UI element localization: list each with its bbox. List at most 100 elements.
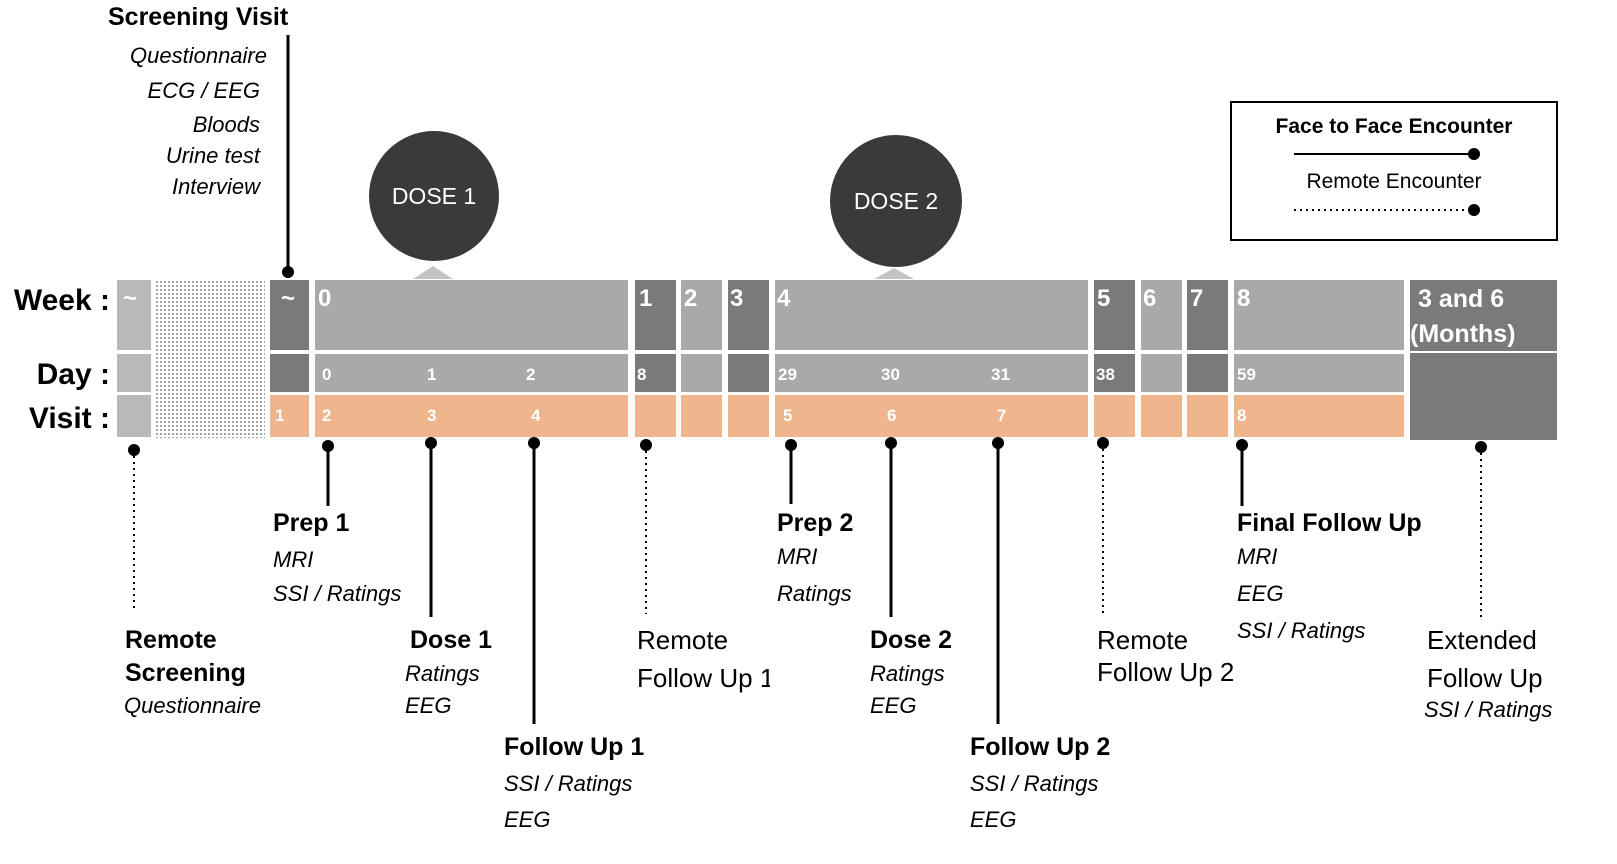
week-0-cell [315,280,628,350]
day-38-label: 38 [1096,365,1115,384]
remote-follow-up2-line2: Follow Up 2 [1097,657,1235,687]
week-8-visit-cell [1234,395,1404,437]
follow-up2-title: Follow Up 2 [970,733,1111,761]
visit-row-label: Visit : [28,402,110,435]
remote-follow-up2-dot [1097,437,1109,449]
dose2-item-ratings: Ratings [870,661,945,686]
remote-screening-title-line1: Remote [125,626,217,654]
final-follow-up-item-eeg: EEG [1237,581,1284,606]
dose1-item-ratings: Ratings [405,661,480,686]
visit-2-label: 2 [322,406,332,425]
remote-follow-up1-dot [640,439,652,451]
follow-up1-item-ssi: SSI / Ratings [504,771,633,796]
week-row-label: Week : [13,284,110,317]
remote-screening-day-cell [117,354,151,392]
visit-4-label: 4 [531,406,541,425]
prep1-title: Prep 1 [273,509,350,537]
week-2-visit-cell [681,395,722,437]
dose2-title: Dose 2 [870,626,952,654]
week-6-day-cell [1141,354,1182,392]
screening-week-label: ~ [281,285,296,312]
remote-screening-item: Questionnaire [124,693,261,718]
visit-8-label: 8 [1237,406,1247,425]
prep2-item-ratings: Ratings [777,581,852,606]
screening-item-ecg-eeg: ECG / EEG [147,78,260,103]
final-follow-up-item-mri: MRI [1237,544,1278,569]
extended-follow-up-dot [1475,441,1487,453]
remote-screening-title-line2: Screening [125,659,246,687]
follow-up2-item-eeg: EEG [970,807,1017,832]
week-4-day-cell [775,354,1088,392]
week-3-day-cell [728,354,769,392]
legend-dotted-dot [1468,204,1480,216]
dose-1-pointer [413,266,453,279]
final-follow-up-title: Final Follow Up [1237,509,1422,537]
day-29-label: 29 [778,365,797,384]
week-5-label: 5 [1097,285,1111,312]
screening-visit-cell [270,395,309,437]
week-4-label: 4 [777,285,791,312]
week-2-label: 2 [684,285,698,312]
week-0-label: 0 [318,285,332,312]
day-0-label: 0 [322,365,332,384]
screening-item-questionnaire: Questionnaire [130,43,267,68]
screening-day-cell [270,354,309,392]
week-2-cell [681,280,722,350]
months-label-line1: 3 and 6 [1418,285,1505,313]
prep1-item-ssi: SSI / Ratings [273,581,402,606]
visit-7-label: 7 [997,406,1007,425]
remote-screening-week-cell [117,280,151,350]
legend-face-to-face-label: Face to Face Encounter [1275,115,1513,138]
week-3-visit-cell [728,395,769,437]
week-5-cell [1094,280,1135,350]
week-7-visit-cell [1187,395,1228,437]
screening-visit-title: Screening Visit [108,3,289,31]
week-4-cell [775,280,1088,350]
week-0-visit-cell [315,395,628,437]
visit-1-label: 1 [275,406,285,425]
day-31-label: 31 [991,365,1010,384]
legend-box [1230,101,1558,241]
remote-screening-dot [128,444,140,456]
extended-follow-up-line1: Extended [1427,625,1537,655]
week-6-cell [1141,280,1182,350]
remote-screening-visit-cell [117,395,151,437]
visit-3-label: 3 [427,406,437,425]
remote-follow-up1-line2: Follow Up 1 [637,663,770,693]
screening-item-interview: Interview [171,174,260,199]
prep1-item-mri: MRI [273,547,314,572]
follow-up1-item-eeg: EEG [504,807,551,832]
visit-6-label: 6 [887,406,897,425]
months-label-line2: (Months) [1410,320,1516,348]
day-8-label: 8 [637,365,647,384]
months-cell [1410,280,1557,440]
week-1-cell [635,280,676,350]
dose-2-pointer [874,268,914,279]
screening-item-urine-test: Urine test [165,143,260,168]
screening-item-bloods: Bloods [192,112,260,137]
extended-follow-up-line2: Follow Up [1427,663,1543,693]
dose-1-circle: DOSE 1 [369,131,499,261]
visit-5-label: 5 [783,406,793,425]
week-8-cell [1234,280,1404,350]
week-0-day-cell [315,354,628,392]
week-6-visit-cell [1141,395,1182,437]
week-8-day-cell [1234,354,1404,392]
week-7-day-cell [1187,354,1228,392]
dose2-item-eeg: EEG [870,693,917,718]
follow-up2-item-ssi: SSI / Ratings [970,771,1099,796]
week-1-label: 1 [639,285,653,312]
remote-follow-up1-line1: Remote [637,625,729,655]
screening-visit-dot [282,266,294,278]
day-1-label: 1 [427,365,437,384]
week-5-day-cell [1094,354,1135,392]
day-2-label: 2 [526,365,536,384]
months-divider [1410,351,1557,353]
extended-follow-up-item-ssi: SSI / Ratings [1424,697,1553,722]
prep2-title: Prep 2 [777,509,854,537]
dose1-item-eeg: EEG [405,693,452,718]
day-row-label: Day : [36,358,110,391]
dose-2-circle: DOSE 2 [830,135,962,267]
week-4-visit-cell [775,395,1088,437]
